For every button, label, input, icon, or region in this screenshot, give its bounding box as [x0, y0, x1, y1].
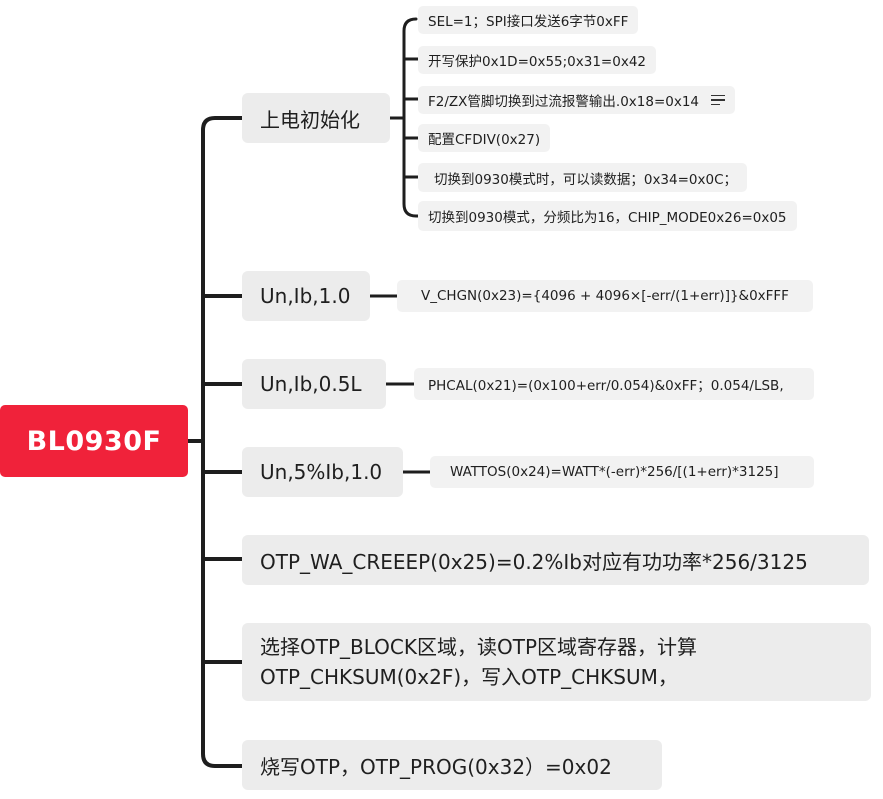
- child-v-chgn[interactable]: V_CHGN(0x23)={4096 + 4096×[-err/(1+err)]…: [397, 280, 813, 312]
- branch-un-ib-1-0[interactable]: Un,Ib,1.0: [242, 271, 370, 321]
- branch-otp-burn[interactable]: 烧写OTP，OTP_PROG(0x32）=0x02: [242, 740, 662, 790]
- connector-trunk: [201, 116, 244, 768]
- root-node[interactable]: BL0930F: [0, 405, 188, 477]
- menu-lines-icon: [711, 92, 726, 109]
- child-0930-read[interactable]: 切换到0930模式时，可以读数据；0x34=0x0C；: [418, 163, 748, 192]
- child-0930-mode[interactable]: 切换到0930模式，分频比为16，CHIP_MODE0x26=0x05: [418, 201, 797, 231]
- child-write-protect[interactable]: 开写保护0x1D=0x55;0x31=0x42: [418, 46, 657, 74]
- connector-sub-trunk: [402, 17, 422, 218]
- branch-otp-wa-creeep[interactable]: OTP_WA_CREEEP(0x25)=0.2%Ib对应有功功率*256/312…: [242, 535, 869, 585]
- branch-un-5pct-ib-1-0[interactable]: Un,5%Ib,1.0: [242, 447, 403, 497]
- child-wattos[interactable]: WATTOS(0x24)=WATT*(-err)*256/[(1+err)*31…: [430, 456, 814, 488]
- connector-sub-ticks: [402, 57, 420, 179]
- child-f2-zx-pin[interactable]: F2/ZX管脚切换到过流报警输出.0x18=0x14: [418, 86, 736, 114]
- branch-otp-checksum[interactable]: 选择OTP_BLOCK区域，读OTP区域寄存器，计算OTP_CHKSUM(0x2…: [242, 623, 871, 701]
- branch-un-ib-0-5l[interactable]: Un,Ib,0.5L: [242, 359, 386, 409]
- child-cfdiv[interactable]: 配置CFDIV(0x27): [418, 124, 551, 152]
- child-sel-spi[interactable]: SEL=1；SPI接口发送6字节0xFF: [418, 6, 639, 34]
- branch-power-on-init[interactable]: 上电初始化: [242, 93, 390, 143]
- child-phcal[interactable]: PHCAL(0x21)=(0x100+err/0.054)&0xFF；0.054…: [414, 368, 814, 400]
